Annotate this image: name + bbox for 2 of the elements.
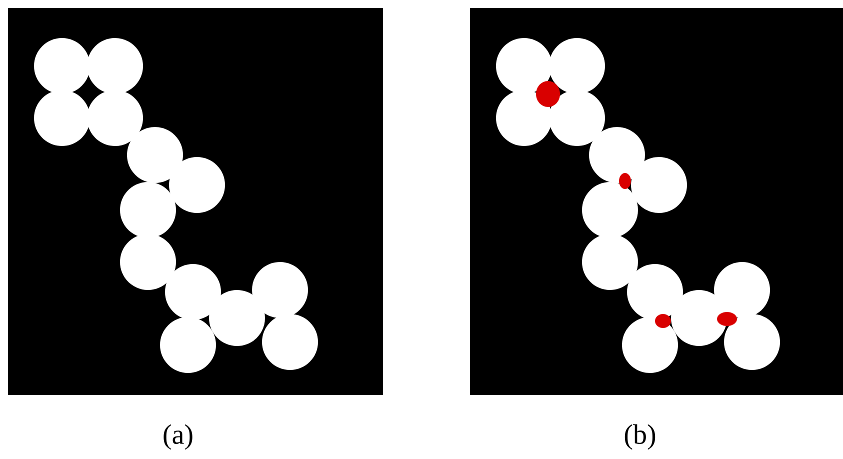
panel-label: (a) xyxy=(164,424,192,450)
panel-label: (b) xyxy=(624,424,656,450)
